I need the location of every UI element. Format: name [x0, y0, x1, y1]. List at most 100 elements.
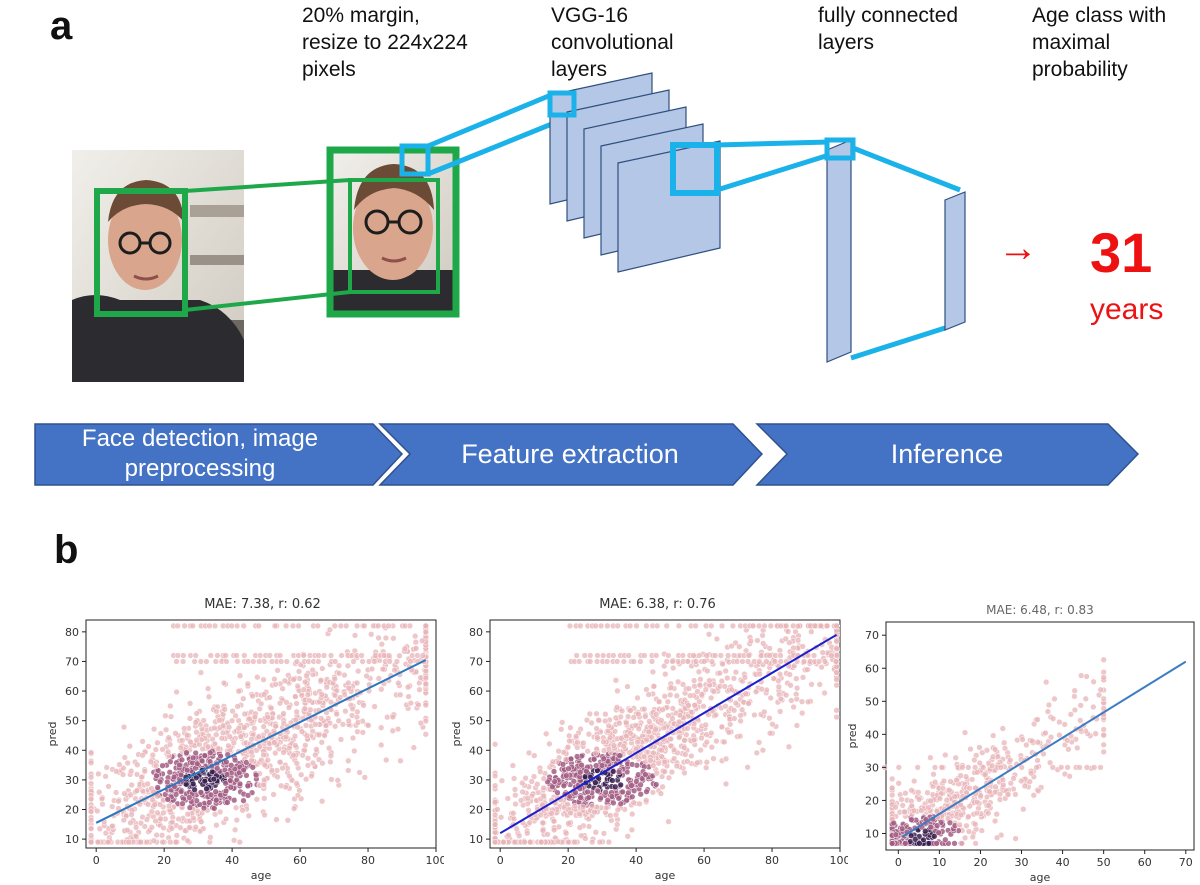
scatter-point — [614, 658, 621, 665]
scatter-point — [282, 622, 290, 630]
scatter-point — [610, 742, 617, 749]
scatter-point — [240, 622, 247, 630]
scatter-point — [141, 768, 148, 775]
scatter-point — [204, 743, 212, 750]
scatter-point — [335, 662, 343, 669]
scatter-point — [648, 658, 656, 665]
scatter-point — [414, 652, 421, 659]
scatter-point — [143, 838, 150, 846]
scatter-point — [544, 831, 551, 838]
scatter-point — [172, 730, 179, 737]
scatter-point — [721, 738, 728, 746]
scatter-point — [558, 726, 565, 733]
scatter-point — [179, 800, 186, 807]
scatter-point — [614, 806, 621, 814]
scatter-point — [927, 754, 934, 761]
scatter-point — [240, 797, 247, 804]
scatter-point — [665, 818, 672, 825]
scatter-point — [246, 715, 253, 723]
scatter-point — [240, 695, 247, 702]
scatter-point — [965, 813, 972, 820]
x-tick-label: 10 — [932, 856, 946, 869]
scatter-point — [1034, 739, 1041, 746]
scatter-point — [345, 679, 352, 687]
scatter-point — [617, 800, 624, 807]
scatter-point — [777, 652, 784, 659]
scatter-point — [326, 626, 334, 633]
scatter-point — [581, 773, 589, 780]
scatter-point — [540, 793, 547, 800]
scatter-point — [191, 786, 198, 793]
scatter-point — [193, 736, 200, 744]
scatter-point — [201, 752, 208, 759]
scatter-point — [510, 775, 518, 782]
scatter-point — [319, 665, 326, 672]
scatter-point — [227, 784, 234, 791]
scatter-point — [574, 744, 581, 751]
scatter-point — [1100, 741, 1107, 748]
scatter-point — [116, 761, 123, 768]
scatter-point — [685, 702, 692, 709]
scatter-point — [619, 788, 626, 796]
scatter-point — [341, 691, 348, 698]
scatter-point — [160, 809, 167, 816]
scatter-point — [543, 730, 550, 737]
scatter-point — [273, 767, 281, 774]
x-tick-label: 0 — [497, 854, 504, 867]
scatter-point — [1034, 757, 1041, 764]
scatter-point — [214, 652, 221, 659]
scatter-point — [745, 652, 752, 659]
x-tick-label: 40 — [225, 854, 239, 867]
scatter-point — [179, 658, 187, 665]
scatter-point — [1082, 695, 1089, 702]
scatter-point — [596, 838, 603, 846]
scatter-point — [415, 701, 422, 709]
scatter-point — [331, 723, 339, 730]
scatter-point — [261, 691, 268, 698]
fc-layer-1 — [826, 139, 852, 363]
scatter-point — [227, 777, 234, 784]
scatter-point — [999, 725, 1006, 732]
scatter-point — [343, 622, 350, 630]
caption-margin: 20% margin, resize to 224x224 pixels — [302, 4, 468, 81]
scatter-point — [327, 652, 335, 659]
scatter-point — [198, 757, 206, 764]
scatter-point — [916, 840, 923, 847]
scatter-point — [958, 840, 966, 847]
y-tick-label: 40 — [65, 744, 79, 757]
scatter-point — [593, 710, 600, 717]
scatter-point — [741, 674, 749, 681]
scatter-point — [350, 658, 357, 665]
scatter-point — [290, 676, 297, 683]
scatter-point — [315, 731, 323, 739]
scatter-point — [643, 788, 650, 795]
y-tick-label: 40 — [469, 744, 483, 757]
scatter-point — [244, 680, 251, 688]
scatter-point — [241, 724, 248, 731]
scatter-point — [788, 697, 795, 704]
scatter-point — [936, 795, 944, 802]
scatter-point — [1100, 705, 1107, 712]
scatter-point — [555, 823, 563, 831]
y-axis-label: pred — [46, 721, 59, 746]
scatter-point — [298, 728, 306, 735]
scatter-point — [222, 652, 229, 659]
scatter-point — [189, 622, 196, 630]
scatter-point — [559, 761, 567, 768]
scatter-point — [976, 744, 983, 751]
scatter-point — [240, 766, 247, 774]
scatter-point — [922, 828, 929, 835]
scatter-point — [1090, 678, 1097, 685]
scatter-point — [612, 783, 619, 790]
scatter-point — [659, 783, 666, 790]
scatter-point — [249, 692, 256, 700]
scatter-point — [412, 639, 419, 646]
regression-line — [499, 633, 838, 835]
scatter-point — [925, 840, 933, 847]
scatter-point — [608, 793, 616, 800]
scatter-point — [927, 797, 934, 804]
scatter-point — [692, 622, 699, 630]
scatter-point — [641, 652, 648, 659]
scatter-point — [920, 836, 927, 844]
scatter-point — [604, 727, 612, 735]
